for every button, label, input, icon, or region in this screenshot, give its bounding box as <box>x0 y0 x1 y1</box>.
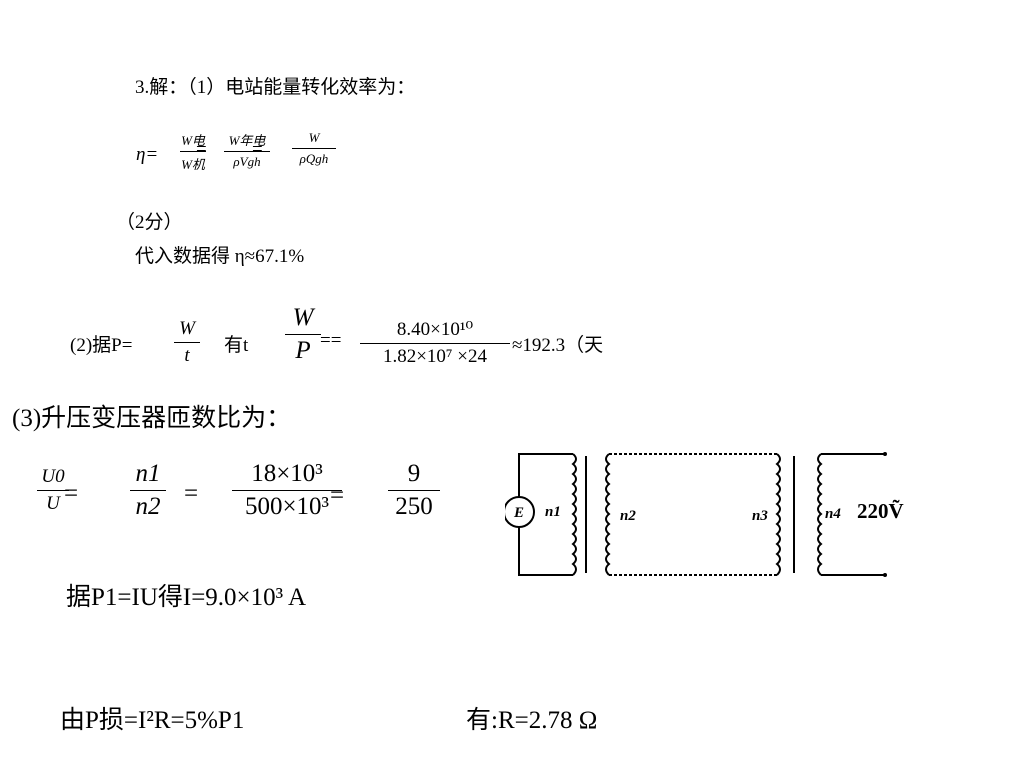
part2-mid: 有t <box>224 335 249 356</box>
coil-n1 <box>571 453 577 576</box>
output-terminal-bottom <box>883 573 887 577</box>
ratio-fraction-4: 9 250 <box>388 460 440 521</box>
coil-label-n3: n3 <box>752 508 768 524</box>
part2-f2-den: P <box>295 337 311 364</box>
source-label: E <box>513 505 524 521</box>
solution-heading: 3.解：（1）电站能量转化效率为： <box>135 77 416 98</box>
output-terminal-top <box>883 452 887 456</box>
part2-f1-den: t <box>184 345 190 366</box>
part2-fraction-2: W P <box>285 304 321 365</box>
voltage-label: 220Ṽ <box>857 499 904 523</box>
loss-line: 由P损=I²R=5%P1 <box>60 707 245 734</box>
part2-eq: == <box>320 330 342 351</box>
part2-fraction-1: W t <box>174 318 200 367</box>
part2-prefix: (2)据P= <box>70 335 133 356</box>
eta-fraction-2: W年电 ρVgh <box>224 130 270 170</box>
coil-label-n1: n1 <box>545 504 561 520</box>
eta-f1-num: W电 <box>181 133 205 148</box>
coil-n3 <box>775 453 781 576</box>
ratio-f4-den: 250 <box>395 493 433 520</box>
ratio-eq-1: = <box>64 480 79 507</box>
current-line: 据P1=IU得I=9.0×10³ A <box>66 584 307 611</box>
ratio-fraction-2: n1 n2 <box>130 460 166 521</box>
eta-eq-2: = <box>252 139 263 160</box>
substitute-line: 代入数据得 η≈67.1% <box>135 246 305 267</box>
ratio-fraction-3: 18×10³ 500×10³ <box>232 460 342 521</box>
coil-n4 <box>817 453 823 576</box>
ratio-f2-den: n2 <box>135 493 161 520</box>
eta-f3-num: W <box>308 130 320 145</box>
eta-fraction-3: W ρQgh <box>292 130 336 167</box>
ratio-f1-num: U0 <box>41 466 65 487</box>
ratio-fraction-1: U0 U <box>37 466 69 515</box>
ratio-f2-num: n1 <box>135 460 161 487</box>
part2-f3-num: 8.40×10¹⁰ <box>396 319 474 340</box>
source-wire-top <box>518 453 573 497</box>
ratio-f1-den: U <box>46 493 60 514</box>
ratio-f3-den: 500×10³ <box>244 493 330 520</box>
eta-f1-den: W机 <box>181 157 205 172</box>
eta-f3-den: ρQgh <box>299 151 329 166</box>
ratio-f3-num: 18×10³ <box>251 460 323 487</box>
score-note: （2分） <box>116 212 183 233</box>
part2-f3-den: 1.82×10⁷ ×24 <box>382 346 488 367</box>
eta-fraction-1: W电 W机 <box>180 130 206 173</box>
part2-fraction-3: 8.40×10¹⁰ 1.82×10⁷ ×24 <box>360 318 510 368</box>
ratio-f4-num: 9 <box>407 460 421 487</box>
source-symbol <box>505 496 535 528</box>
part3-title: (3)升压变压器匝数比为： <box>12 405 292 432</box>
part2-result: ≈192.3（天 <box>512 335 604 356</box>
coil-label-n4: n4 <box>825 506 841 522</box>
eta-lhs: η= <box>136 144 159 165</box>
coil-label-n2: n2 <box>620 508 636 524</box>
part2-f1-num: W <box>179 318 195 339</box>
ratio-eq-3: = <box>330 482 345 509</box>
coil-n2 <box>605 453 611 576</box>
eta-f2-num: W年电 <box>228 133 266 148</box>
source-wire-bottom <box>518 527 573 576</box>
resistance-line: 有:R=2.78 Ω <box>466 707 598 734</box>
part2-f2-num: W <box>292 304 314 331</box>
eta-eq-1: = <box>196 139 207 160</box>
eta-f2-den: ρVgh <box>233 154 261 169</box>
transformer-circuit-diagram: E n1 n2 n3 n4 220Ṽ <box>505 452 904 577</box>
ratio-eq-2: = <box>184 480 199 507</box>
